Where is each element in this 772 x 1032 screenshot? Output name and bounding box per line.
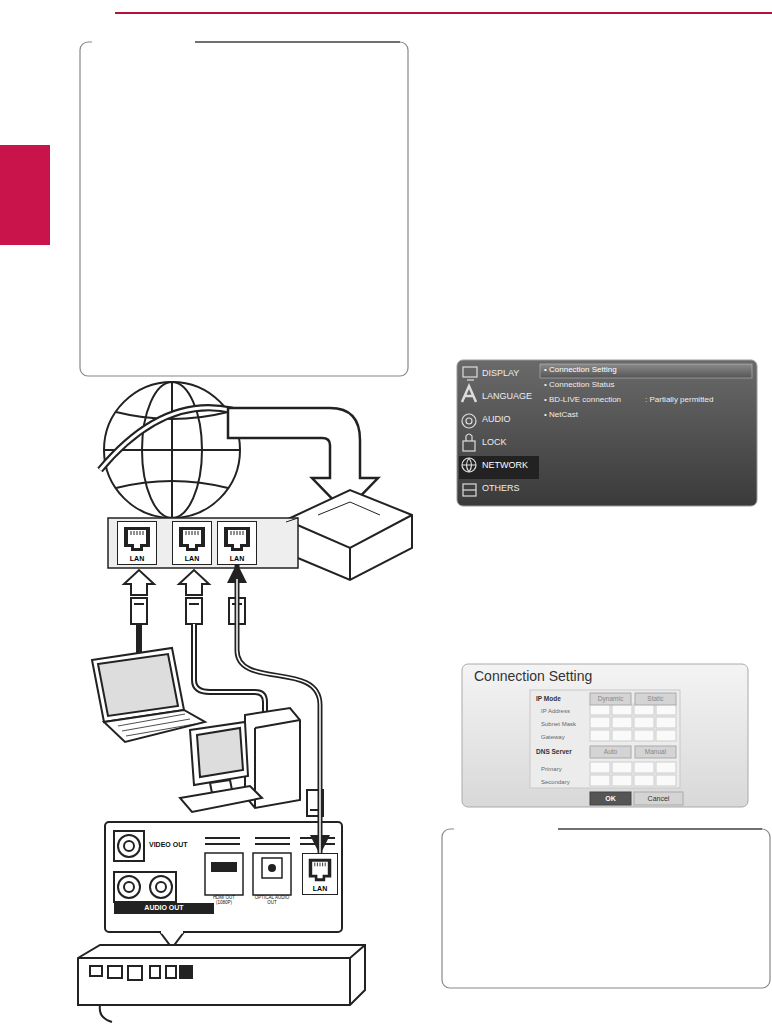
label-text: OTHERS: [482, 484, 520, 494]
label-text: Static: [635, 695, 676, 702]
laptop: [92, 648, 205, 742]
port-label: LAN: [305, 885, 335, 892]
lan-port: LAN: [117, 521, 157, 565]
port-panel: [108, 518, 298, 568]
blu-ray-player: [78, 945, 365, 1022]
label-text: AUDIO OUT: [118, 904, 210, 912]
lan-cable: [237, 565, 320, 853]
menu-icon: [462, 367, 477, 496]
label-text: LANGUAGE: [482, 392, 532, 402]
label-text: OPTICAL AUDIO OUT: [254, 896, 290, 906]
port-icon: [307, 857, 333, 883]
note-box: [80, 42, 408, 376]
header-rule: [115, 12, 772, 14]
internet-globe: [100, 382, 260, 518]
chapter-tab: [0, 145, 50, 245]
lan-port: LAN: [217, 521, 257, 565]
flow-arrow: [179, 570, 209, 595]
label-text: Auto: [590, 748, 631, 755]
label-text: Dynamic: [590, 695, 631, 702]
port-icon: [177, 525, 207, 553]
dialog-window: [462, 664, 748, 807]
label-text: • Connection Setting: [544, 366, 617, 375]
label-text: DNS Server: [536, 748, 572, 755]
label-text: Cancel: [634, 795, 683, 803]
port-label: LAN: [120, 555, 154, 562]
menu-screen: [457, 360, 757, 506]
hdmi-port: [205, 853, 243, 895]
lan-port: LAN: [302, 853, 338, 895]
dialog-button: [590, 693, 683, 805]
router: [286, 490, 412, 580]
label-text: VIDEO OUT: [147, 841, 190, 849]
label-text: Manual: [635, 748, 676, 755]
panel-marks: [205, 838, 335, 844]
label-text: OK: [590, 795, 631, 803]
label-text: DISPLAY: [482, 369, 519, 379]
label-text: LOCK: [482, 438, 507, 448]
input-grid: [590, 704, 676, 786]
port-label: LAN: [220, 555, 254, 562]
optical-port: [253, 853, 291, 895]
rear-panel: [105, 822, 342, 932]
flow-arrow: [124, 570, 154, 595]
label-text: AUDIO: [482, 415, 511, 425]
note-box: [442, 829, 770, 988]
label-text: Gateway: [541, 734, 565, 741]
label-text: • NetCast: [544, 411, 578, 420]
label-text: IP Mode: [536, 695, 561, 702]
label-text: Secondary: [541, 779, 570, 786]
label-text: Primary: [541, 766, 562, 773]
label-text: Connection Setting: [474, 669, 592, 684]
desktop-computer: [180, 708, 300, 812]
port-label: LAN: [175, 555, 209, 562]
label-text: Subnet Mask: [541, 721, 576, 728]
label-text: NETWORK: [482, 461, 528, 471]
label-text: : Partially permitted: [645, 396, 713, 405]
label-text: • BD-LIVE connection: [544, 396, 621, 405]
label-text: IP Address: [541, 708, 570, 715]
port-icon: [122, 525, 152, 553]
label-text: HDMI OUT (1080P): [206, 896, 242, 906]
label-text: • Connection Status: [544, 381, 614, 390]
lan-port: LAN: [172, 521, 212, 565]
port-icon: [222, 525, 252, 553]
